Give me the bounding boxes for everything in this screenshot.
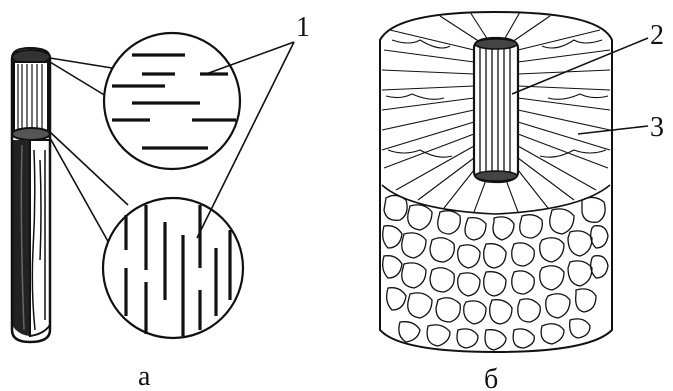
panel-b [380, 12, 648, 352]
magnified-cross-section-lower [103, 198, 243, 338]
callout-3-label: 3 [650, 112, 664, 143]
callout-2-label: 2 [650, 20, 664, 51]
panel-a [12, 33, 294, 342]
panel-b-label: б [484, 364, 498, 391]
callout-1-label: 1 [296, 12, 310, 43]
magnified-cross-section-upper [104, 33, 240, 169]
central-seed-rod [474, 38, 518, 182]
panel-a-label: а [138, 361, 151, 391]
fiber-rod [12, 48, 50, 342]
